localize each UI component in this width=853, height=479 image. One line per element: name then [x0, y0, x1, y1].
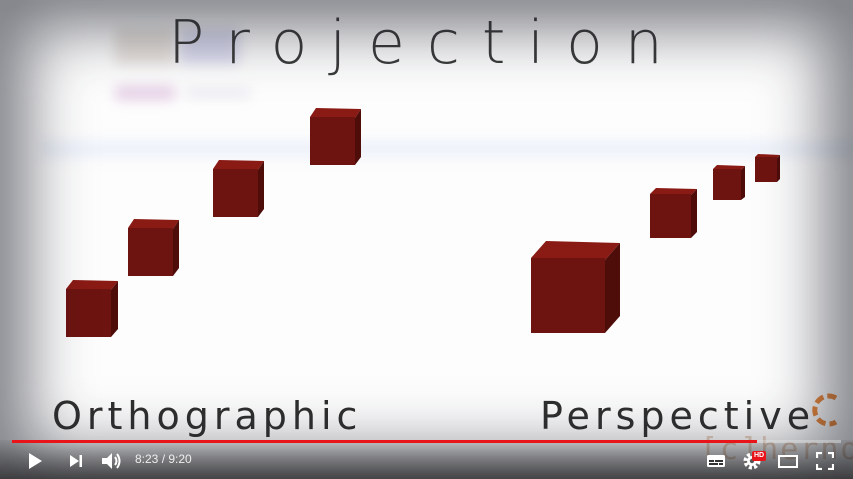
fullscreen-icon: [816, 452, 834, 470]
play-icon: [29, 453, 42, 469]
background-blur: [0, 0, 853, 8]
play-button[interactable]: [24, 449, 46, 473]
background-blur: [185, 88, 250, 98]
volume-icon: [102, 453, 121, 469]
perspective-cube: [713, 165, 745, 200]
hd-badge: HD: [752, 451, 767, 461]
background-blur: [40, 140, 853, 158]
slide-title: Projection: [168, 8, 685, 78]
fullscreen-button[interactable]: [813, 449, 837, 473]
ortho-cube: [310, 108, 361, 165]
theater-mode-button[interactable]: [775, 449, 801, 473]
progress-bar[interactable]: [12, 440, 841, 443]
volume-button[interactable]: [100, 449, 124, 473]
subtitles-icon: [707, 455, 725, 467]
background-blur: [115, 86, 175, 100]
perspective-label: Perspective: [540, 394, 816, 438]
progress-fill: [12, 440, 758, 443]
perspective-cube: [650, 188, 697, 238]
perspective-cube: [755, 154, 780, 182]
channel-logo-icon: [812, 393, 838, 427]
ortho-cube: [66, 280, 118, 337]
next-button[interactable]: [65, 449, 87, 473]
ortho-cube: [128, 219, 179, 276]
time-display: 8:23 / 9:20: [135, 452, 192, 466]
ortho-cube: [213, 160, 264, 217]
subtitles-button[interactable]: [705, 449, 727, 473]
background-blur: [115, 28, 175, 64]
next-icon: [70, 455, 82, 467]
perspective-cube: [531, 241, 620, 333]
orthographic-label: Orthographic: [52, 394, 363, 438]
background-blur: [180, 28, 240, 64]
theater-mode-icon: [778, 455, 798, 468]
